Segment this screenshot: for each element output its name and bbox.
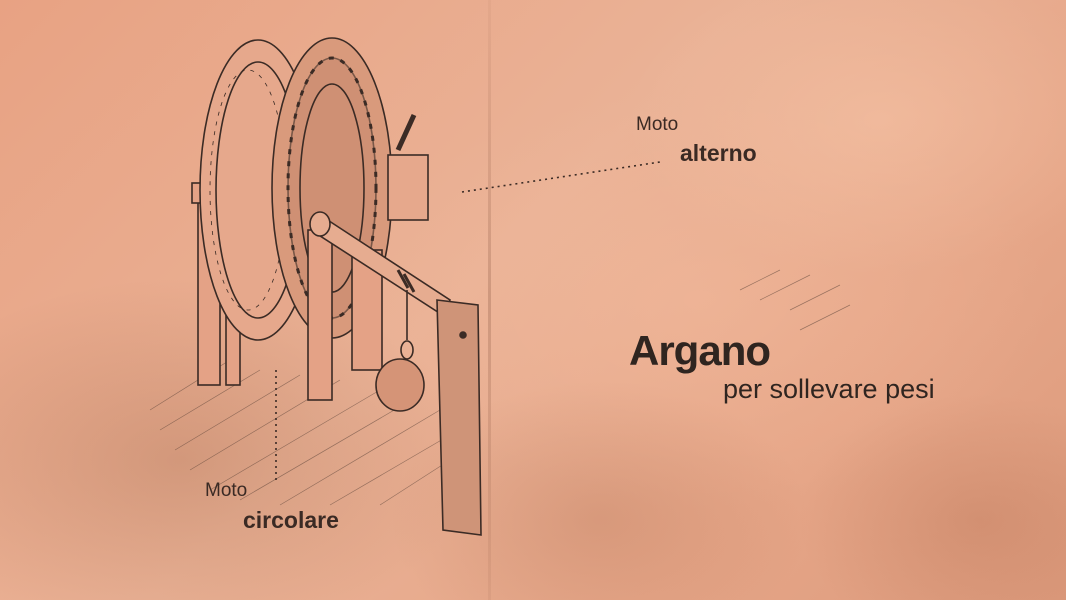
paper-fold: [488, 0, 491, 600]
annotation-moto-alterno-line1: Moto: [636, 114, 679, 135]
bucket: [387, 113, 429, 221]
leader-alterno: [461, 161, 661, 193]
annotation-moto-circolare-line2: circolare: [243, 507, 339, 533]
ground-hatching: [149, 269, 851, 506]
lever-arm: [436, 299, 482, 536]
annotation-moto-circolare-line1: Moto: [205, 480, 248, 501]
title-argano: Argano: [629, 327, 771, 374]
subtitle: per sollevare pesi: [723, 374, 935, 404]
front-posts: [307, 229, 383, 401]
annotation-moto-alterno-line2: alterno: [680, 140, 757, 166]
hanging-weight: [375, 290, 425, 412]
